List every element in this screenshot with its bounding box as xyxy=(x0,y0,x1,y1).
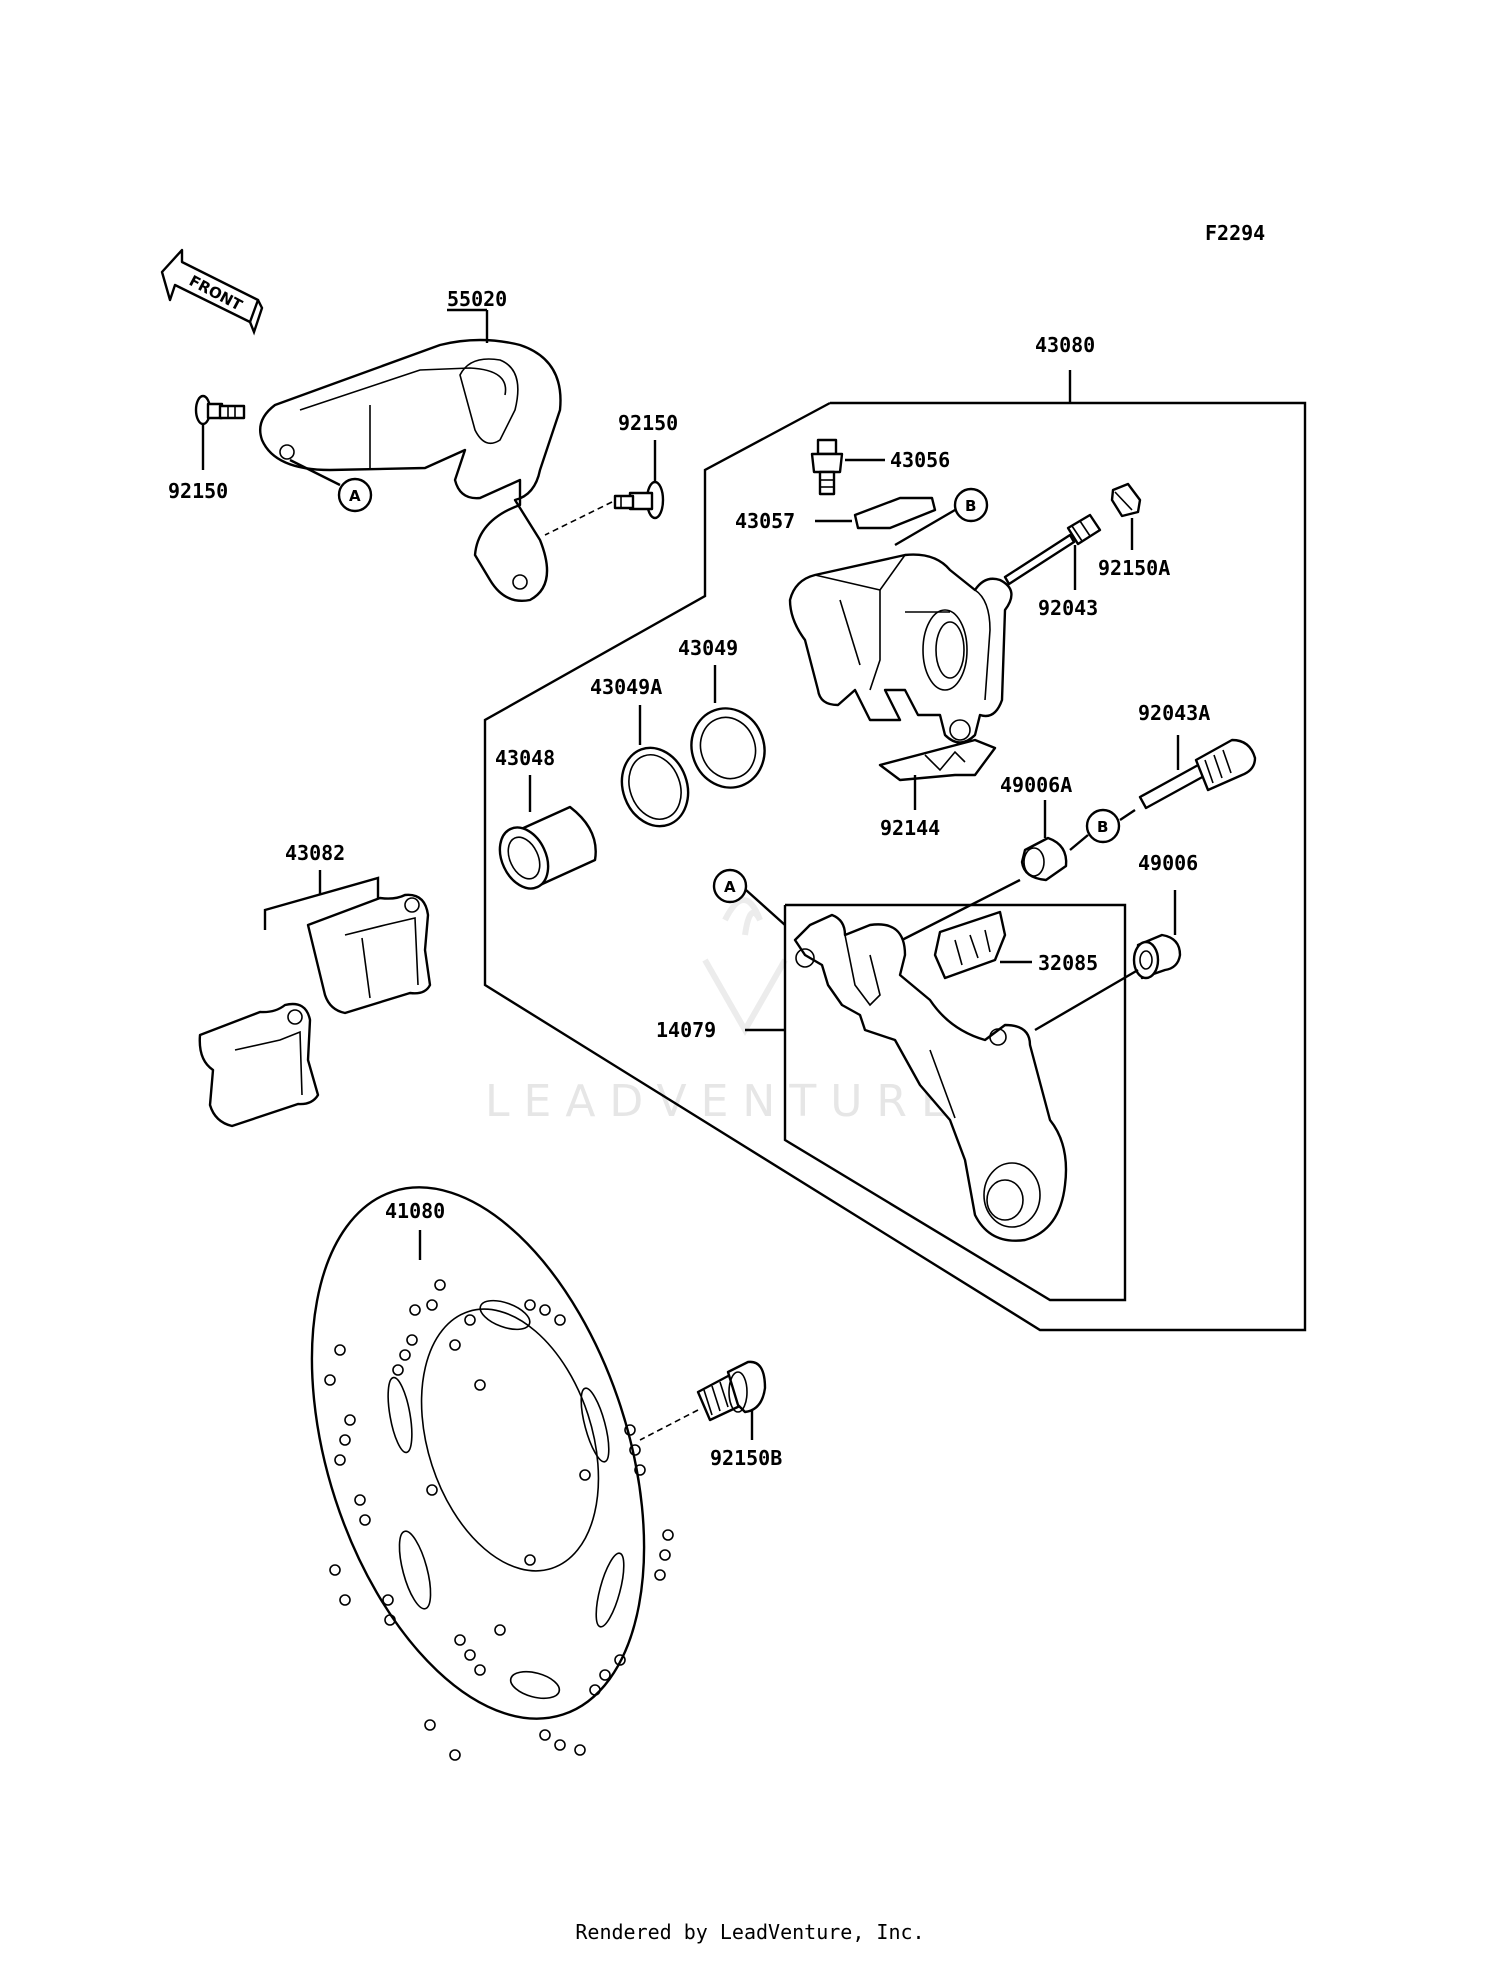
brake-disc-41080 xyxy=(310,1186,674,1761)
disc-bolt-92150B xyxy=(696,1360,767,1422)
piston-43048 xyxy=(498,805,597,890)
label-43049: 43049 xyxy=(678,636,738,660)
slide-pin-92043A xyxy=(1138,738,1257,810)
label-43048: 43048 xyxy=(495,746,555,770)
ref-mark-b-pin xyxy=(1085,808,1121,844)
slide-pin-92043 xyxy=(1003,513,1102,586)
label-43080: 43080 xyxy=(1035,333,1095,357)
label-41080: 41080 xyxy=(385,1199,445,1223)
label-55020: 55020 xyxy=(447,287,507,311)
ref-mark-a-holder xyxy=(712,868,748,904)
label-43056: 43056 xyxy=(890,448,950,472)
seal-43049A xyxy=(620,746,690,828)
cap-43057 xyxy=(853,496,937,530)
ref-mark-a-holder-label: A xyxy=(724,878,736,896)
boot-92150A xyxy=(1110,482,1142,518)
label-32085: 32085 xyxy=(1038,951,1098,975)
seal-43049 xyxy=(690,707,766,789)
bolt-92150-right xyxy=(613,480,665,520)
watermark-logo xyxy=(702,897,788,1037)
label-43082: 43082 xyxy=(285,841,345,865)
assembly-outline-14079 xyxy=(783,903,1127,1302)
front-arrow-icon: FRONT xyxy=(160,248,264,336)
label-92043A: 92043A xyxy=(1138,701,1210,725)
rubber-boot-49006A xyxy=(1020,836,1068,882)
caliper-bracket-guard xyxy=(258,338,562,602)
label-49006: 49006 xyxy=(1138,851,1198,875)
figure-code: F2294 xyxy=(1205,221,1265,245)
ref-mark-a-bracket xyxy=(337,477,373,513)
anti-rattle-spring-32085 xyxy=(933,910,1007,980)
label-92150-right: 92150 xyxy=(618,411,678,435)
sleeve-49006 xyxy=(1132,933,1182,980)
brake-pads-43082 xyxy=(198,893,432,1128)
ref-mark-b-caliper xyxy=(953,487,989,523)
assembly-outline-43080 xyxy=(483,401,1307,1332)
footer-credit: Rendered by LeadVenture, Inc. xyxy=(575,1920,925,1944)
spring-plate-92144 xyxy=(878,738,997,782)
ref-mark-b-pin-label: B xyxy=(1097,818,1108,836)
label-43049A: 43049A xyxy=(590,675,662,699)
label-92043: 92043 xyxy=(1038,596,1098,620)
label-92150B: 92150B xyxy=(710,1446,782,1470)
label-92144: 92144 xyxy=(880,816,940,840)
caliper-body xyxy=(788,553,1013,744)
bleeder-valve-43056 xyxy=(810,438,844,496)
watermark-text: LEADVENTURE xyxy=(485,1076,963,1127)
caliper-holder-14079 xyxy=(793,913,1068,1242)
ref-mark-b-caliper-label: B xyxy=(965,497,976,515)
label-14079: 14079 xyxy=(656,1018,716,1042)
label-92150A: 92150A xyxy=(1098,556,1170,580)
label-43057: 43057 xyxy=(735,509,795,533)
bolt-92150-left xyxy=(194,394,246,426)
ref-mark-a-bracket-label: A xyxy=(349,487,361,505)
label-92150-left: 92150 xyxy=(168,479,228,503)
label-49006A: 49006A xyxy=(1000,773,1072,797)
